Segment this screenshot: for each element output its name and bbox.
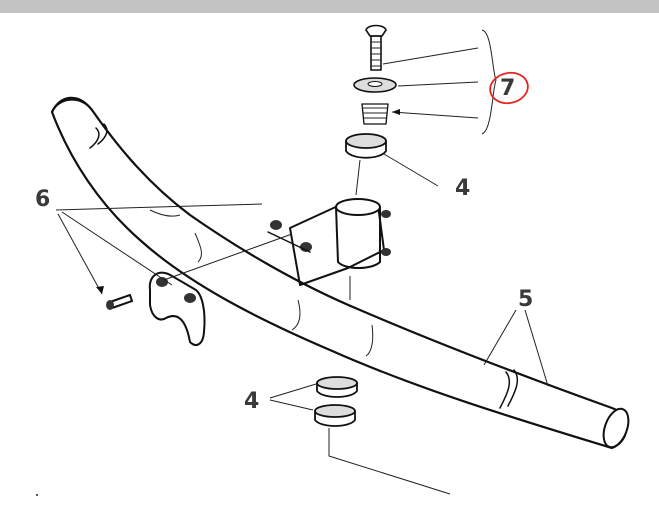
leader-lines: [55, 29, 549, 495]
label-clamp-bolt-group: 6: [35, 187, 50, 212]
highlight-circle: [489, 71, 529, 105]
label-bottom-spacers: 4: [244, 389, 259, 414]
stray-mark: [36, 494, 38, 496]
bottom-spacers: [314, 376, 358, 427]
label-top-spacer: 4: [455, 176, 470, 201]
handlebar: [50, 96, 630, 450]
stem: [267, 198, 391, 286]
label-bar-marks: 5: [518, 287, 533, 312]
top-cap-assembly: [345, 24, 397, 159]
faceplate-clamp: [106, 271, 206, 346]
top-gray-bar: [0, 0, 659, 13]
label-top-cap-group: 7: [500, 76, 515, 101]
